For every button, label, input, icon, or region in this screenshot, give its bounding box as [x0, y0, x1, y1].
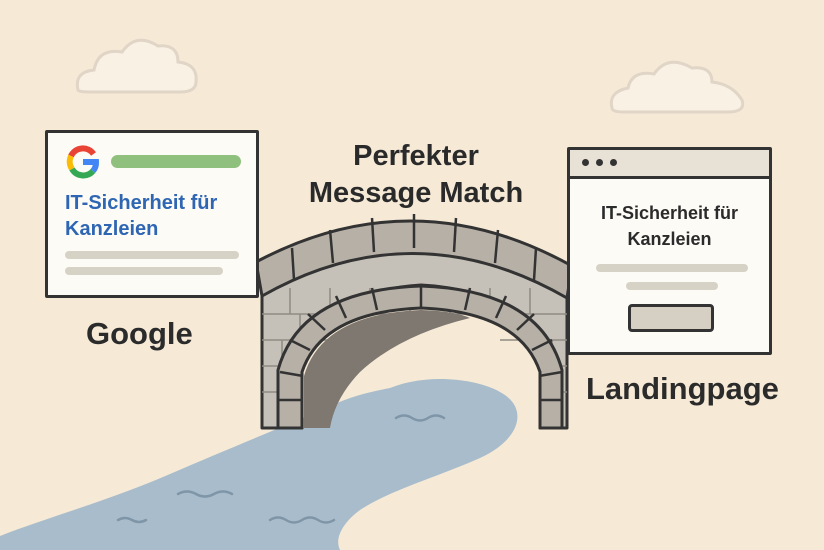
landing-text-line	[626, 282, 718, 290]
river	[0, 379, 518, 550]
landing-cta-button	[628, 304, 714, 332]
cloud-icon	[609, 60, 745, 114]
landing-page-label: Landingpage	[586, 371, 779, 406]
title-line-1: Perfekter	[353, 140, 479, 172]
landing-headline: IT-Sicherheit für Kanzleien	[600, 203, 739, 249]
google-ad-card: IT-Sicherheit für Kanzleien	[45, 130, 259, 298]
landing-page-window: IT-Sicherheit für Kanzleien	[567, 147, 772, 355]
google-label: Google	[86, 316, 193, 351]
landing-text-line	[596, 264, 748, 272]
diagram-title: Perfekter Message Match	[286, 138, 546, 212]
ad-text-line	[65, 251, 239, 259]
cloud-icon	[75, 38, 198, 94]
ad-text-line	[65, 267, 223, 275]
ad-headline: IT-Sicherheit für Kanzleien	[65, 192, 218, 240]
title-line-2: Message Match	[308, 177, 524, 209]
ad-url-bar	[111, 155, 241, 168]
window-title-bar	[570, 150, 769, 179]
google-g-icon	[66, 145, 99, 179]
stone-bridge	[254, 214, 574, 430]
window-dot-icon	[596, 159, 603, 166]
window-dot-icon	[610, 159, 617, 166]
window-dot-icon	[582, 159, 589, 166]
